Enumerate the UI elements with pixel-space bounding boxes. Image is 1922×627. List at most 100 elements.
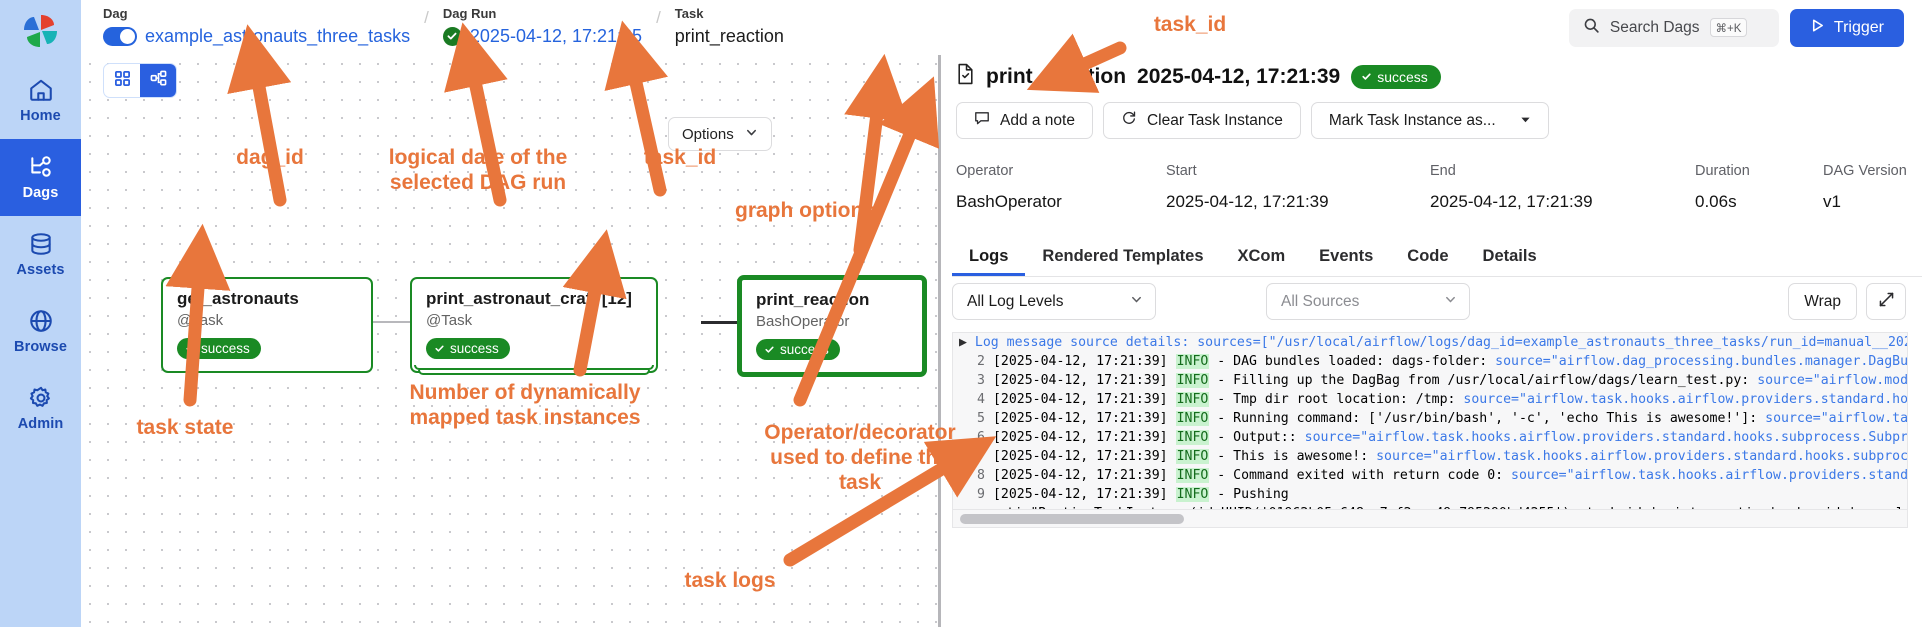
sidebar-item-label-admin: Admin [17,416,64,432]
log-header-line[interactable]: ▶ Log message source details: sources=["… [953,333,1907,352]
breadcrumb-dag-value[interactable]: example_astronauts_three_tasks [145,25,411,46]
expand-logs-button[interactable] [1866,283,1906,320]
log-horizontal-scrollbar[interactable] [952,510,1908,528]
document-icon [956,63,975,90]
globe-icon [28,308,54,334]
search-icon [1583,17,1600,39]
graph-view-button[interactable] [140,64,176,97]
meta-value: v1 [1823,192,1841,211]
clear-task-instance-button[interactable]: Clear Task Instance [1102,102,1301,139]
sidebar-item-admin[interactable]: Admin [0,370,81,447]
log-line-number: 3 [977,373,985,388]
sidebar-item-dags[interactable]: Dags [0,139,81,216]
node-title: print_astronaut_craft [12] [426,289,632,308]
log-level: INFO [1175,487,1210,502]
graph-node-print-astronaut-craft[interactable]: print_astronaut_craft [12] @Task success [410,277,658,373]
home-icon [28,77,54,103]
breadcrumb-separator-1: / [424,8,429,27]
check-icon [1362,73,1371,80]
log-line-number: 6 [977,430,985,445]
task-instance-panel: print_reaction 2025-04-12, 17:21:39 succ… [938,55,1922,627]
meta-header: Operator [956,163,1014,179]
log-line-number: 8 [977,468,985,483]
log-line: 6 [2025-04-12, 17:21:39] INFO - Output::… [953,428,1907,447]
airflow-pinwheel-logo[interactable] [0,0,81,62]
meta-operator: Operator BashOperator [956,163,1166,212]
sidebar-item-assets[interactable]: Assets [0,216,81,293]
log-message: - This is awesome!: [1209,449,1377,464]
log-message: - Tmp dir root location: /tmp: [1209,392,1464,407]
log-level: INFO [1175,449,1210,464]
tab-rendered-templates[interactable]: Rendered Templates [1042,247,1204,265]
add-note-label: Add a note [1000,111,1075,129]
breadcrumb-dag: Dag example_astronauts_three_tasks [103,6,410,49]
breadcrumb-task: Task print_reaction [675,6,784,49]
meta-dag-version: DAG Version v1 [1823,163,1922,212]
breadcrumb-dagrun-label: Dag Run [442,6,497,21]
log-timestamp: [2025-04-12, 17:21:39] [992,411,1168,426]
graph-options-button[interactable]: Options [668,117,772,151]
grid-view-button[interactable] [104,64,140,97]
tab-xcom[interactable]: XCom [1237,247,1286,265]
log-timestamp: [2025-04-12, 17:21:39] [992,487,1168,502]
database-icon [28,231,54,257]
log-source: source="airflow.task.hooks.airflow.provi… [1376,449,1908,464]
node-title: print_reaction [756,290,870,309]
dag-pause-toggle[interactable] [103,26,137,46]
log-timestamp: [2025-04-12, 17:21:39] [992,354,1168,369]
log-timestamp: [2025-04-12, 17:21:39] [992,392,1168,407]
grid-icon [114,70,131,92]
log-line-number: 5 [977,411,985,426]
dag-tree-icon [28,154,54,180]
log-line-number: 4 [977,392,985,407]
tab-events[interactable]: Events [1319,247,1374,265]
sidebar-item-home[interactable]: Home [0,62,81,139]
mark-task-instance-as-label: Mark Task Instance as... [1328,111,1496,129]
trigger-label: Trigger [1833,18,1884,36]
search-placeholder: Search Dags [1609,18,1700,36]
chevron-down-icon [1130,293,1143,311]
log-source: source="airflow.dag_processing.bundles.m… [1495,354,1908,369]
trigger-button[interactable]: Trigger [1789,8,1904,47]
search-input[interactable]: Search Dags ⌘+K [1568,8,1779,47]
check-icon [435,345,444,352]
log-message: - Running command: ['/usr/bin/bash', '-c… [1209,411,1766,426]
panel-divider[interactable] [938,55,941,627]
log-timestamp: [2025-04-12, 17:21:39] [992,430,1168,445]
log-source: source="airflow.task.hooks.airflow.provi… [1304,430,1908,445]
breadcrumb-dagrun-value[interactable]: 2025-04-12, 17:21:35 [469,25,643,46]
check-icon [765,346,774,353]
log-level: INFO [1175,392,1210,407]
graph-icon [150,70,167,92]
meta-value: 2025-04-12, 17:21:39 [1430,192,1593,211]
tab-logs[interactable]: Logs [952,240,1025,276]
log-level-select[interactable]: All Log Levels [952,283,1156,320]
wrap-button[interactable]: Wrap [1788,283,1857,320]
task-instance-metadata: Operator BashOperator Start 2025-04-12, … [956,163,1910,212]
task-instance-actions: Add a note Clear Task Instance Mark Task… [956,102,1910,139]
log-message: - Filling up the DagBag from /usr/local/… [1209,373,1758,388]
mark-task-instance-as-button[interactable]: Mark Task Instance as... [1310,102,1549,139]
task-instance-name: print_reaction [986,64,1127,88]
node-subtitle: @Task [177,312,224,329]
add-note-button[interactable]: Add a note [956,102,1093,139]
tab-code[interactable]: Code [1407,247,1449,265]
expand-icon [1878,291,1895,313]
sidebar-item-browse[interactable]: Browse [0,293,81,370]
log-output[interactable]: ▶ Log message source details: sources=["… [952,332,1908,510]
dag-graph-panel[interactable]: Options get_astronauts @Task success pri… [81,55,938,627]
expand-caret-icon[interactable]: ▶ [959,335,975,350]
log-line: 4 [2025-04-12, 17:21:39] INFO - Tmp dir … [953,390,1907,409]
graph-node-print-reaction[interactable]: print_reaction BashOperator success [737,275,927,377]
tab-details[interactable]: Details [1482,247,1537,265]
breadcrumb-separator-2: / [656,8,661,27]
refresh-icon [1121,110,1137,131]
chevron-down-icon [1520,112,1531,130]
log-scrollbar-thumb[interactable] [960,514,1184,524]
graph-node-get-astronauts[interactable]: get_astronauts @Task success [161,277,373,373]
breadcrumb: Dag example_astronauts_three_tasks / Dag… [81,6,1569,49]
log-source-select[interactable]: All Sources [1266,283,1470,320]
log-trailing-line: xcom: ti="RuntimeTaskInstance(id=UUID('0… [953,504,1907,509]
meta-header: Duration [1695,163,1750,179]
log-timestamp: [2025-04-12, 17:21:39] [992,449,1168,464]
